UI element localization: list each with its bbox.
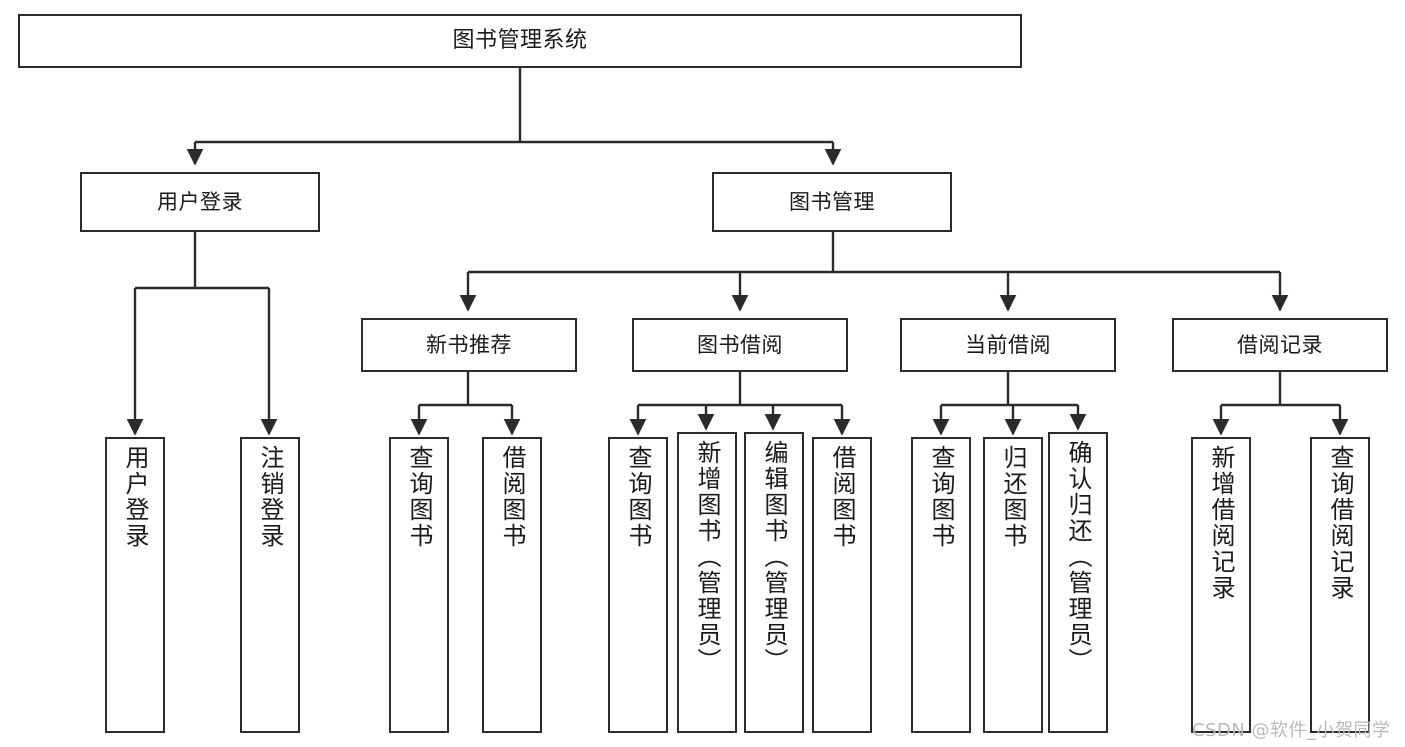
node-label: 图书管理 [789,189,875,214]
leaf-new-book-borrow-book[interactable]: 借阅图书 [482,437,542,733]
node-label: 注销登录 [256,445,284,549]
node-label: 新增借阅记录 [1207,445,1235,601]
leaf-new-book-query-book[interactable]: 查询图书 [389,437,449,733]
node-user-login[interactable]: 用户登录 [80,172,320,232]
node-label: 图书管理系统 [452,28,588,54]
node-book-borrow[interactable]: 图书借阅 [632,318,848,372]
leaf-book-borrow-add-book-admin[interactable]: 新增图书（管理员） [677,432,737,733]
node-borrow-record[interactable]: 借阅记录 [1172,318,1388,372]
node-label: 新书推荐 [426,332,512,357]
node-root-library-system[interactable]: 图书管理系统 [18,14,1022,68]
node-book-management[interactable]: 图书管理 [712,172,952,232]
leaf-borrow-record-add-record[interactable]: 新增借阅记录 [1191,437,1251,733]
node-label: 当前借阅 [965,332,1051,357]
leaf-current-borrow-confirm-return-admin[interactable]: 确认归还（管理员） [1048,432,1108,733]
node-label: 确认归还（管理员） [1064,440,1092,674]
leaf-current-borrow-query-book[interactable]: 查询图书 [911,437,971,733]
node-label: 新增图书（管理员） [693,440,721,674]
node-label: 归还图书 [999,445,1027,549]
leaf-book-borrow-edit-book-admin[interactable]: 编辑图书（管理员） [744,432,804,733]
node-new-book-recommend[interactable]: 新书推荐 [361,318,577,372]
node-current-borrow[interactable]: 当前借阅 [900,318,1116,372]
node-label: 编辑图书（管理员） [760,440,788,674]
node-label: 查询借阅记录 [1326,445,1354,601]
leaf-book-borrow-borrow-book[interactable]: 借阅图书 [812,437,872,733]
leaf-user-login-signout[interactable]: 注销登录 [240,437,300,733]
leaf-current-borrow-return-book[interactable]: 归还图书 [983,437,1043,733]
node-label: 用户登录 [121,445,149,549]
node-label: 查询图书 [405,445,433,549]
node-label: 查询图书 [927,445,955,549]
leaf-book-borrow-query-book[interactable]: 查询图书 [608,437,668,733]
leaf-user-login-signin[interactable]: 用户登录 [105,437,165,733]
node-label: 图书借阅 [697,332,783,357]
node-label: 借阅图书 [828,445,856,549]
node-label: 查询图书 [624,445,652,549]
watermark-text: CSDN @软件_小贺同学 [1192,720,1391,741]
leaf-borrow-record-query-record[interactable]: 查询借阅记录 [1310,437,1370,733]
node-label: 用户登录 [157,189,243,214]
node-label: 借阅图书 [498,445,526,549]
node-label: 借阅记录 [1237,332,1323,357]
